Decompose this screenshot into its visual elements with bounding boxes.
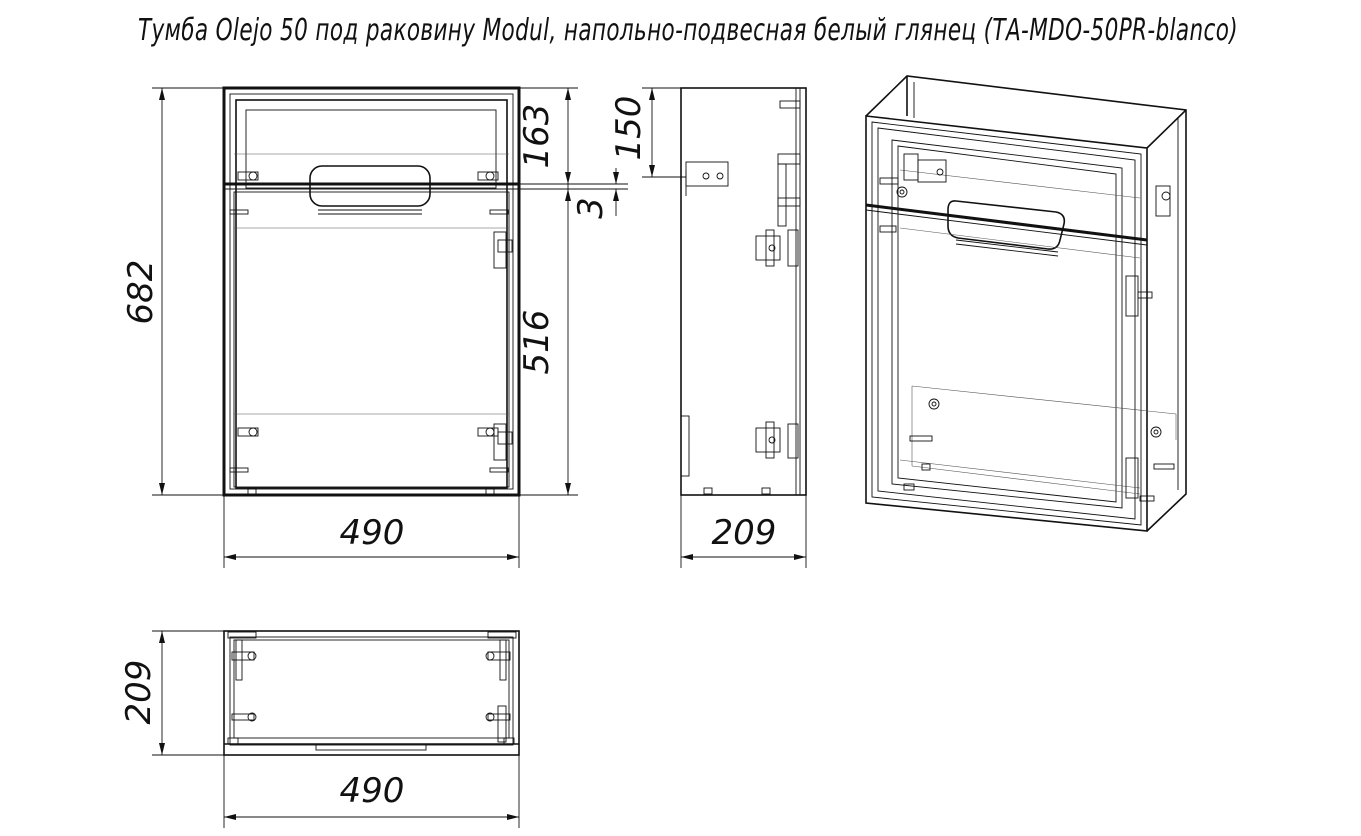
iso-handle-icon xyxy=(947,200,1066,250)
side-view xyxy=(680,87,807,496)
dim-front-top: 163 xyxy=(517,104,557,169)
dim-front-lower: 516 xyxy=(517,310,557,375)
isometric-view xyxy=(865,75,1187,532)
dim-side-depth: 209 xyxy=(712,513,777,553)
plan-dimensions: 209 490 xyxy=(119,630,520,828)
dim-gap: 3 xyxy=(571,197,611,219)
dim-front-width: 490 xyxy=(340,513,405,553)
dim-plan-depth: 209 xyxy=(119,660,159,725)
side-dimensions: 150 209 xyxy=(609,87,807,568)
drawing-title: Тумба Olejo 50 под раковину Modul, напол… xyxy=(138,13,1238,48)
front-view xyxy=(222,86,521,497)
dim-side-top: 150 xyxy=(609,96,649,161)
front-dimensions: 682 163 516 3 490 xyxy=(121,87,628,568)
dim-front-height: 682 xyxy=(121,260,161,325)
dim-plan-width: 490 xyxy=(340,771,405,811)
handle-icon xyxy=(309,165,431,207)
plan-view xyxy=(223,630,520,756)
